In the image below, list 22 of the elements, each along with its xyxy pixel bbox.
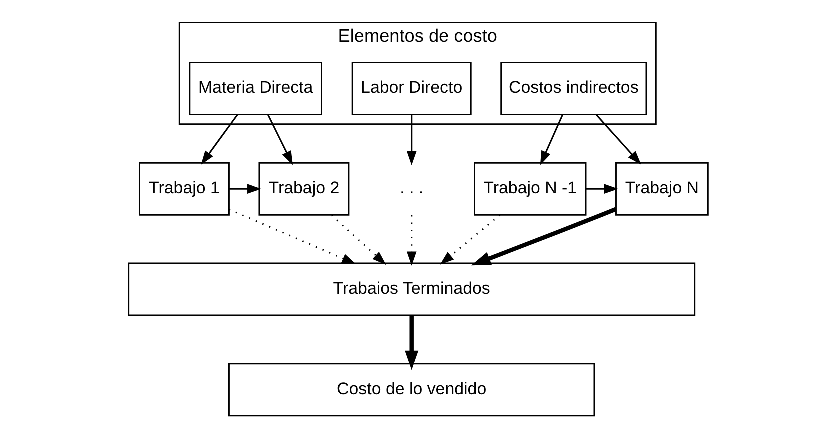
node-text: . . .: [400, 178, 424, 198]
node-box: Costos indirectos: [500, 62, 648, 116]
node-box: Trabajo N: [616, 162, 709, 216]
node-box: Trabajo 1: [139, 162, 230, 216]
arrow: [229, 184, 262, 194]
arrow: [471, 207, 617, 266]
node-box: Trabajo N -1: [474, 162, 587, 216]
arrow: [268, 114, 293, 166]
arrow: [596, 114, 642, 165]
arrow: [406, 115, 417, 166]
arrow: [405, 316, 419, 370]
arrow: [229, 208, 356, 264]
arrow: [440, 214, 501, 265]
node-box: Labor Directo: [352, 62, 472, 116]
node-box: Trabaios Terminados: [128, 262, 696, 316]
arrow: [331, 214, 386, 266]
arrow: [586, 184, 618, 194]
node-box: Materia Directa: [189, 62, 322, 116]
arrow: [201, 114, 238, 165]
node-box: Trabajo 2: [258, 162, 350, 216]
node-box: Costo de lo vendido: [228, 363, 596, 417]
arrow: [406, 216, 417, 266]
